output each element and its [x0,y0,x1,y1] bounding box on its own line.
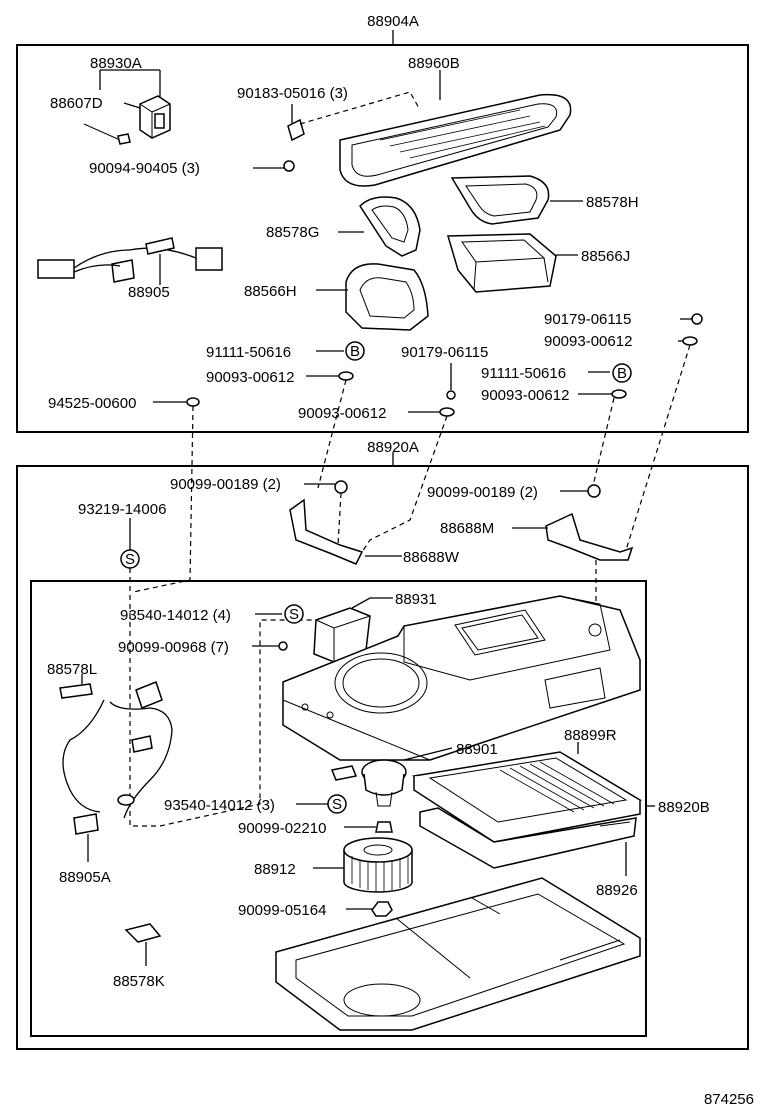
label-88920B: 88920B [658,799,710,816]
label-88905A: 88905A [59,869,111,886]
drawing-number: 874256 [704,1091,754,1108]
screw-93219-drawing [129,518,330,827]
label-88578K: 88578K [113,973,165,990]
label-88904A: 88904A [367,13,419,30]
screw-93540-3-drawing [296,803,393,833]
label-90094-90405: 90094-90405 (3) [89,160,200,177]
assembly-88920A-frame [16,465,749,1050]
label-88931: 88931 [395,591,437,608]
fan-88912-drawing [313,837,413,893]
assembly-88904A-frame [16,44,749,433]
label-94525-00600: 94525-00600 [48,395,136,412]
s-symbol-93540-4 [284,604,304,624]
fasteners-right-top [578,313,703,551]
lower-assembly-parts [59,480,643,1031]
assembly-88920B-frame [30,580,647,1037]
label-93540-14012-3: 93540-14012 (3) [164,797,275,814]
pad-88578K-drawing [124,923,162,966]
panel-88566H-drawing [316,263,429,331]
label-90183-05016: 90183-05016 (3) [237,85,348,102]
label-88930A: 88930A [90,55,142,72]
label-90093-00612-right-lower: 90093-00612 [481,387,569,404]
label-88926: 88926 [596,882,638,899]
label-90099-00189-right: 90099-00189 (2) [427,484,538,501]
label-90099-00968: 90099-00968 (7) [118,639,229,656]
b-symbol-left [345,341,365,361]
upper-case-drawing [282,595,641,761]
frames [16,30,749,1050]
b-symbol-right-letter: B [617,365,627,382]
label-91111-50616-right: 91111-50616 [481,365,566,382]
label-88578L: 88578L [47,661,97,678]
label-91111-50616-left: 91111-50616 [206,344,291,361]
b-symbol-right [612,363,632,383]
nut-90099-05164-drawing [346,901,393,917]
top-assembly-parts [37,69,703,593]
label-90093-00612-middle: 90093-00612 [298,405,386,422]
part-labels: 88904A 88930A 88607D 88960B 90183-05016 … [47,13,754,1108]
label-93540-14012-4: 93540-14012 (4) [120,607,231,624]
switch-88930A-drawing [83,69,171,145]
fasteners-middle-top [132,350,456,593]
panel-88578G-drawing [338,196,421,257]
panel-88578H-drawing [450,175,583,225]
label-90179-06115-middle: 90179-06115 [401,344,488,361]
frame-88926-drawing [419,807,637,876]
harness-88905A-drawing [59,674,173,862]
label-90099-00189-left: 90099-00189 (2) [170,476,281,493]
bracket-88688M-drawing [512,484,634,625]
label-88960B: 88960B [408,55,460,72]
panel-88566J-drawing [447,233,578,293]
harness-88905-drawing [37,237,223,285]
label-90099-05164: 90099-05164 [238,902,326,919]
label-88905: 88905 [128,284,170,301]
s-symbol-93540-3 [327,794,347,814]
bezel-88960B-drawing [339,70,572,187]
motor-88901-drawing [330,747,453,807]
label-88578G: 88578G [266,224,319,241]
s-symbol-93219 [120,549,140,569]
label-88899R: 88899R [564,727,617,744]
label-88688M: 88688M [440,520,494,537]
s-symbol-93540-3-letter: S [332,796,342,813]
label-90093-00612-left: 90093-00612 [206,369,294,386]
label-90099-02210: 90099-02210 [238,820,326,837]
bracket-88688W-drawing [289,480,402,565]
label-88901: 88901 [456,741,498,758]
clip-90183-drawing [253,91,421,172]
label-88920A: 88920A [367,439,419,456]
label-88912: 88912 [254,861,296,878]
label-88566H: 88566H [244,283,297,300]
s-symbol-93540-4-letter: S [289,606,299,623]
label-88688W: 88688W [403,549,460,566]
s-symbol-93219-letter: S [125,551,135,568]
label-90179-06115-right: 90179-06115 [544,311,631,328]
circled-symbols: B B S S S [120,341,632,814]
label-93219-14006: 93219-14006 [78,501,166,518]
label-88578H: 88578H [586,194,639,211]
label-88607D: 88607D [50,95,103,112]
b-symbol-left-letter: B [350,343,360,360]
label-90093-00612-right-upper: 90093-00612 [544,333,632,350]
label-88566J: 88566J [581,248,630,265]
lower-tray-drawing [275,877,641,1031]
